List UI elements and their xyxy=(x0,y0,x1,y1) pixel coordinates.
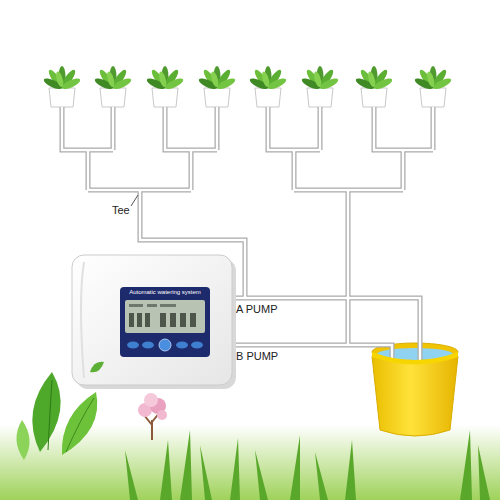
pipe-label: A PUMP xyxy=(236,303,278,316)
decor-leaves xyxy=(32,372,60,452)
controller-device xyxy=(120,287,210,357)
controller-device xyxy=(142,342,154,349)
controller-device xyxy=(190,313,196,327)
potted-plants xyxy=(197,66,236,107)
potted-plants xyxy=(248,66,287,107)
blossom-tree xyxy=(157,410,167,420)
leader-line xyxy=(131,195,138,206)
potted-plants xyxy=(300,66,339,107)
decor-leaves xyxy=(16,420,29,460)
controller-device xyxy=(160,304,176,307)
controller-device xyxy=(125,300,205,333)
controller-device xyxy=(72,255,232,385)
potted-plants xyxy=(93,66,132,107)
potted-plants xyxy=(145,66,184,107)
controller-device xyxy=(191,342,203,349)
controller-device xyxy=(129,313,134,327)
decor-leaves xyxy=(62,392,97,455)
pipe-label: B PUMP xyxy=(236,350,278,363)
blossom-tree xyxy=(144,393,158,407)
blossom-tree xyxy=(138,393,167,440)
controller-device xyxy=(127,342,139,349)
controller-box: Automatic watering system xyxy=(72,255,232,385)
ground-grass xyxy=(125,430,490,500)
controller-device xyxy=(137,313,142,327)
controller-device xyxy=(72,255,236,389)
decor-leaves xyxy=(66,398,94,452)
controller-device xyxy=(90,362,104,373)
controller-device xyxy=(147,304,157,307)
potted-plants xyxy=(42,66,81,107)
potted-plants xyxy=(354,66,393,107)
bucket-front xyxy=(372,356,458,436)
bucket-front xyxy=(372,352,458,436)
decor-leaves xyxy=(48,380,52,450)
device-title: Automatic watering system xyxy=(127,289,203,297)
controller-device xyxy=(160,313,166,327)
controller-device xyxy=(81,262,84,378)
controller-device xyxy=(145,313,150,327)
pipe-label: Tee xyxy=(112,204,130,217)
controller-device xyxy=(129,304,143,307)
potted-plants xyxy=(413,66,452,107)
controller-device xyxy=(159,339,171,351)
potted-plants xyxy=(42,66,452,107)
controller-device xyxy=(180,313,186,327)
decor-leaves xyxy=(16,372,97,460)
bucket-front xyxy=(372,352,458,365)
controller-device xyxy=(176,342,188,349)
controller-device xyxy=(170,313,176,327)
